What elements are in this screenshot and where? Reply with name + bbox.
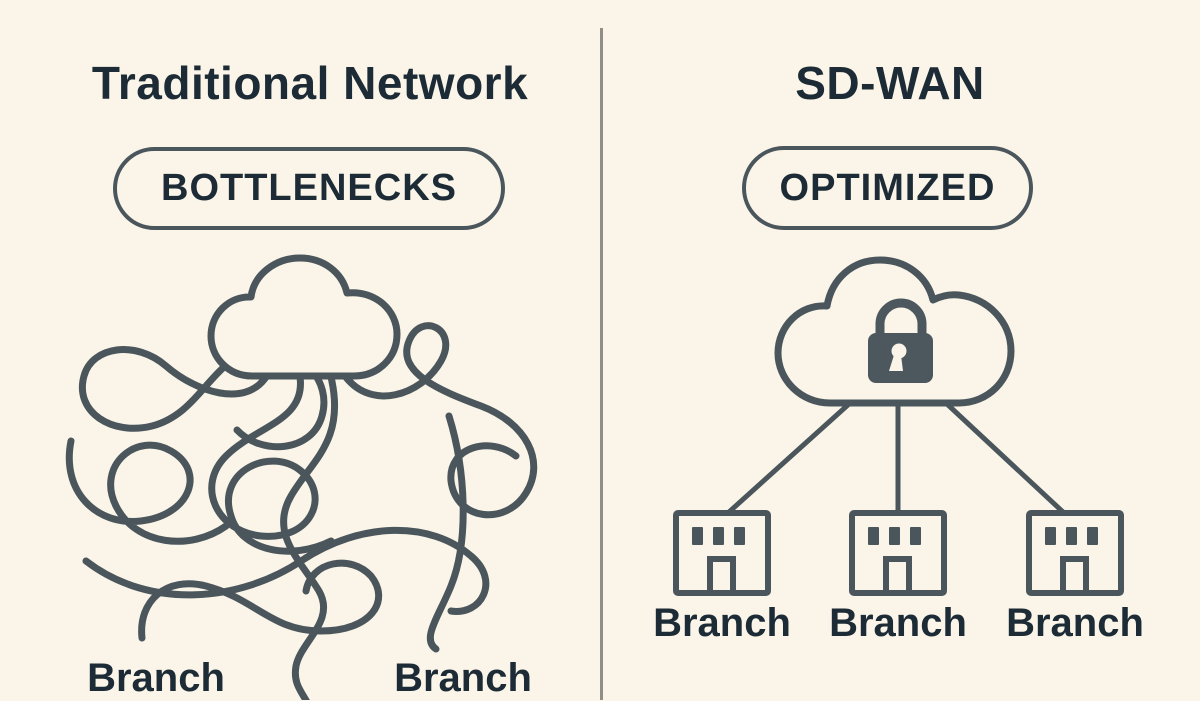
tangled-wires-icon [65, 322, 538, 700]
branch-building-icon [852, 513, 944, 593]
secure-cloud-icon [774, 256, 1015, 407]
branch-label: Branch [1006, 601, 1144, 645]
branch-label: Branch [653, 601, 791, 645]
right-panel-title: SD-WAN [795, 57, 985, 109]
branch-label: Branch [87, 656, 225, 700]
left-panel-title: Traditional Network [91, 57, 529, 109]
branch-label: Branch [829, 601, 967, 645]
cloud-icon [207, 254, 401, 380]
bottlenecks-badge: BOTTLENECKS [113, 147, 505, 230]
branch-building-icon [1029, 513, 1121, 593]
lock-icon [868, 298, 933, 383]
connector-lines [726, 401, 1066, 515]
branch-label: Branch [394, 656, 532, 700]
branch-building-icon [676, 513, 768, 593]
optimized-badge: OPTIMIZED [742, 146, 1033, 230]
